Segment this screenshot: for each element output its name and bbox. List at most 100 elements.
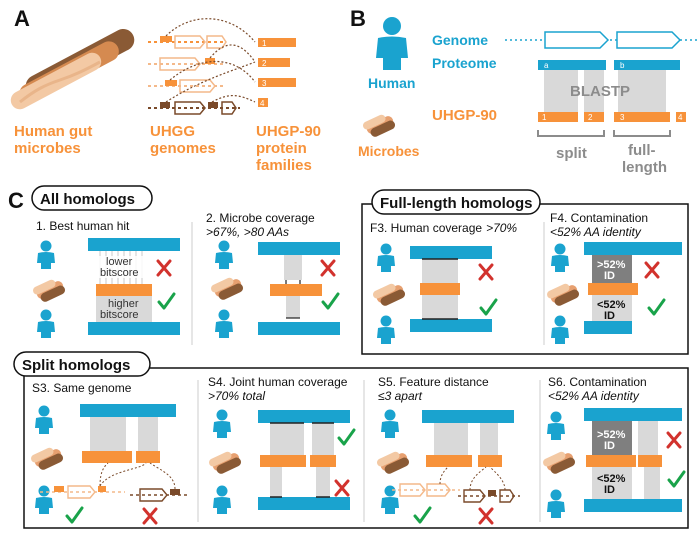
panel-a-letter: A [14,6,30,31]
split-badge [13,351,151,377]
full-label-line1: full- [628,142,656,159]
f2-human-bottom-icon [215,309,233,338]
microbes-label-line2: microbes [14,140,81,157]
f3-microbe-icon [371,282,407,308]
protein-a-label: a [544,61,549,70]
genomes-label-line1: UHGG [150,123,195,140]
blastp-alignments [544,70,666,112]
f2-subtitle: >67%, >80 AAs [206,225,289,239]
genome-label: Genome [432,32,488,48]
all-homologs-label: All homologs [40,191,135,208]
gene-to-family-arrows [165,18,256,103]
s4-title: S4. Joint human coverage [208,375,348,389]
s6-title: S6. Contamination [548,375,647,389]
full-length-badge [371,189,541,215]
f4-gt52-line1: >52% [597,259,626,271]
s3-human-bottom-icon [35,485,53,514]
s6-lt52-line1: <52% [597,473,626,485]
s5-microbe-icon [375,450,411,476]
full-length-label: Full-length homologs [380,195,532,212]
s4-microbe-icon [207,450,243,476]
f1-check-icon [157,292,176,310]
panel-b: B Human Genome Proteome a b BLASTP UHGP-… [350,6,700,176]
f1-human-top-icon [37,240,55,269]
full-label-line2: length [622,159,667,176]
s6-gt52-line1: >52% [597,429,626,441]
f4-check-icon [647,298,666,316]
s5-human-top-icon [381,409,399,438]
family-number-2: 2 [262,59,267,68]
family-number-1: 1 [262,39,267,48]
protein-b-label: b [620,61,625,70]
f1-cross-icon [156,259,172,277]
f2-cross-icon [320,259,336,277]
microbe-number-1: 1 [542,113,547,122]
families-label-line2: protein [256,140,307,157]
s3-check-icon [65,506,84,524]
higher-bitscore-line1: higher [108,298,139,310]
microbe-number-4: 4 [678,113,683,122]
s3-microbe-icon [29,446,65,472]
families-label-line1: UHGP-90 [256,123,321,140]
higher-bitscore-line2: bitscore [100,309,139,321]
s5-cross-icon [478,507,494,525]
all-homologs-badge [31,185,153,211]
f4-human-bottom-icon [551,315,569,344]
blastp-label: BLASTP [570,83,630,100]
s6-lt52-line2: ID [604,484,615,496]
f3-check-icon [479,298,498,316]
s5-human-bottom-icon [381,485,399,514]
human-genome-track [505,31,700,49]
panel-b-letter: B [350,6,366,31]
uhgg-genome-rows [148,35,240,115]
panel-c: C All homologs 1. Best human hit lower b… [8,185,689,529]
human-protein-b [614,60,680,70]
microbes-icon [361,113,397,139]
lower-bitscore-line2: bitscore [100,267,139,279]
panel-c-letter: C [8,188,24,213]
f3-cross-icon [478,263,494,281]
s3-human-top-icon [35,405,53,434]
f4-microbe-icon [545,282,581,308]
s5-title: S5. Feature distance [378,375,489,389]
s5-genome-tracks [392,466,520,503]
s6-microbe-icon [541,450,577,476]
f4-lt52-line1: <52% [597,299,626,311]
gut-microbes-illustration [10,28,135,110]
s6-human-bottom-icon [547,489,565,518]
f2-title: 2. Microbe coverage [206,211,315,225]
genomes-label-line2: genomes [150,140,216,157]
f4-subtitle: <52% AA identity [550,225,642,239]
s6-cross-icon [666,431,682,449]
s6-human-top-icon [547,411,565,440]
s4-human-top-icon [213,409,231,438]
f1-title: 1. Best human hit [36,219,130,233]
f2-microbe-icon [209,276,245,302]
f4-title: F4. Contamination [550,211,648,225]
full-length-bracket [613,130,671,137]
s5-check-icon [413,506,432,524]
microbes-label: Microbes [358,143,420,159]
split-label: split [556,145,587,162]
f3-human-top-icon [377,243,395,272]
families-label-line3: families [256,157,312,174]
human-label: Human [368,75,415,91]
human-protein-a [538,60,606,70]
lower-bitscore-line1: lower [106,256,133,268]
microbes-label-line1: Human gut [14,123,92,140]
microbe-proteins [538,112,686,122]
f4-gt52-line2: ID [604,270,615,282]
f3-title: F3. Human coverage>70% [370,221,517,235]
s5-subtitle: ≤3 apart [378,389,423,403]
split-bracket [537,130,605,137]
split-label: Split homologs [22,357,130,374]
microbe-number-2: 2 [588,113,593,122]
uhgp90-label: UHGP-90 [432,107,497,124]
f4-cross-icon [644,261,660,279]
s4-human-bottom-icon [213,485,231,514]
s4-subtitle: >70% total [208,389,265,403]
f2-human-top-icon [215,240,233,269]
s3-cross-icon [142,507,158,525]
s4-check-icon [337,428,356,446]
